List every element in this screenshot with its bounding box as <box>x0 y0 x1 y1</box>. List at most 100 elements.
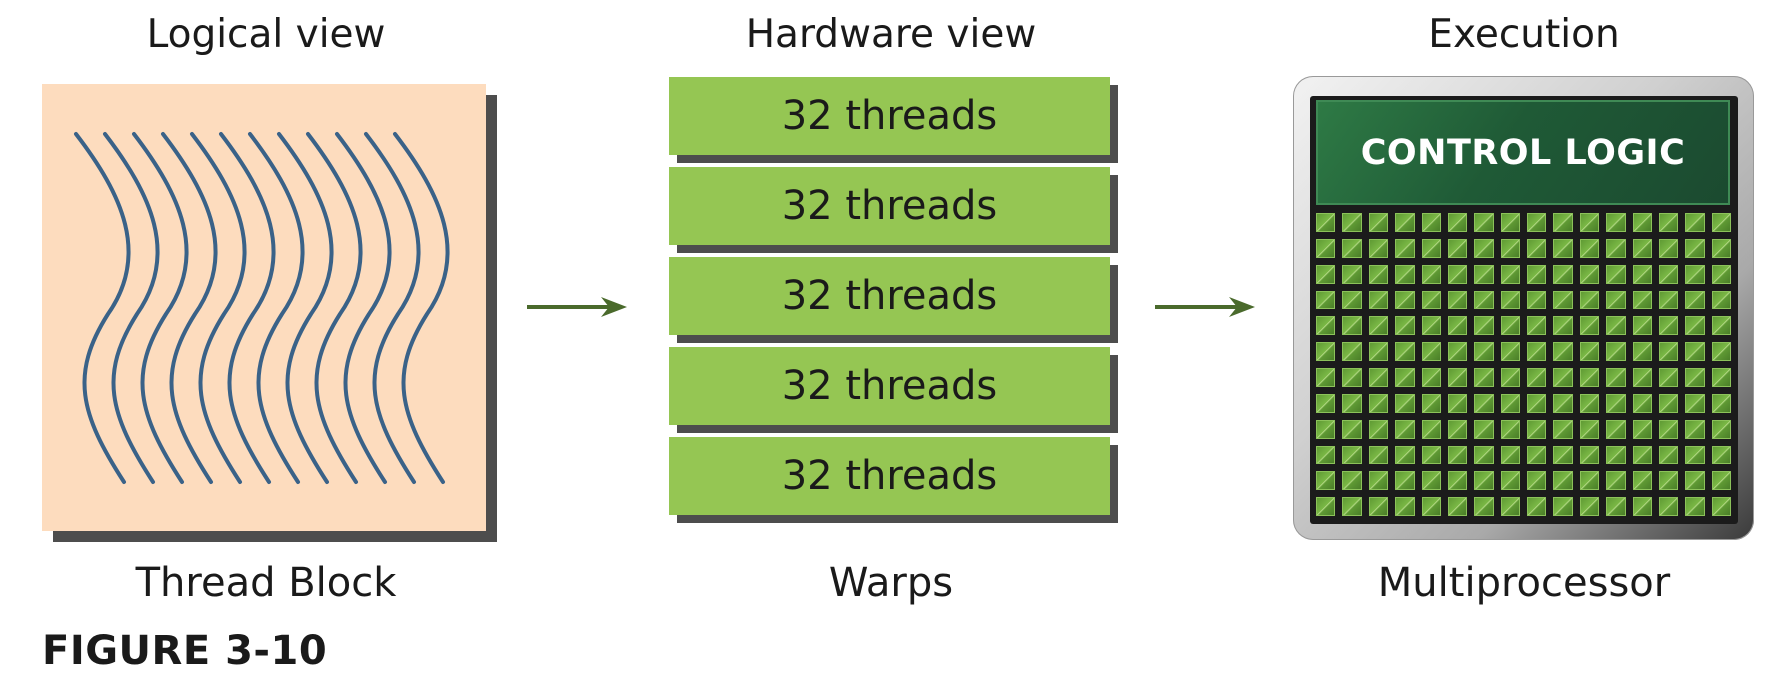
core-cell <box>1316 290 1336 310</box>
figure-label: FIGURE 3-10 <box>42 628 328 674</box>
core-cell <box>1632 471 1652 491</box>
core-cell <box>1685 419 1705 439</box>
core-cell <box>1632 445 1652 465</box>
core-cell <box>1579 290 1600 310</box>
core-cell <box>1447 497 1468 516</box>
thread-line <box>161 132 218 484</box>
core-cell <box>1527 393 1547 413</box>
core-cell <box>1421 419 1441 439</box>
core-cell <box>1685 290 1705 310</box>
core-cell <box>1316 342 1336 361</box>
core-cell <box>1527 342 1547 361</box>
core-cell <box>1395 368 1415 387</box>
core-cell <box>1527 264 1547 284</box>
thread-line <box>190 132 247 484</box>
core-cell <box>1711 316 1731 336</box>
core-cell <box>1711 368 1731 387</box>
core-cell <box>1474 213 1494 232</box>
core-cell <box>1447 264 1468 284</box>
core-cell <box>1447 213 1468 232</box>
core-cell <box>1685 368 1705 387</box>
core-cell <box>1342 342 1362 361</box>
arrow-right-icon <box>1155 297 1255 317</box>
core-cell <box>1685 264 1705 284</box>
core-cell <box>1527 368 1547 387</box>
core-cell <box>1527 213 1547 232</box>
core-cell <box>1474 316 1494 336</box>
core-cell <box>1421 238 1441 258</box>
core-cell <box>1553 290 1573 310</box>
core-cell <box>1606 213 1626 232</box>
core-cell <box>1711 471 1731 491</box>
core-cell <box>1632 290 1652 310</box>
core-cell <box>1527 419 1547 439</box>
core-cell <box>1368 238 1389 258</box>
core-cell <box>1395 445 1415 465</box>
core-cell <box>1553 213 1573 232</box>
logical-view-heading: Logical view <box>146 12 386 57</box>
core-cell <box>1579 316 1600 336</box>
core-cell <box>1395 238 1415 258</box>
thread-line <box>335 132 392 484</box>
core-cell <box>1711 264 1731 284</box>
core-cell <box>1316 471 1336 491</box>
core-cell <box>1553 264 1573 284</box>
core-cell <box>1342 419 1362 439</box>
core-cell <box>1447 471 1468 491</box>
core-cell <box>1711 342 1731 361</box>
core-cell <box>1474 419 1494 439</box>
core-cell <box>1395 213 1415 232</box>
core-cell <box>1632 213 1652 232</box>
core-cell <box>1553 497 1573 516</box>
core-cell <box>1658 264 1679 284</box>
core-cell <box>1685 497 1705 516</box>
core-cell <box>1553 238 1573 258</box>
core-cell <box>1368 368 1389 387</box>
core-cell <box>1606 238 1626 258</box>
core-cell <box>1316 419 1336 439</box>
core-cell <box>1395 264 1415 284</box>
core-cell <box>1474 393 1494 413</box>
core-cell <box>1579 497 1600 516</box>
core-cell <box>1685 213 1705 232</box>
core-cell <box>1606 264 1626 284</box>
core-cell <box>1527 290 1547 310</box>
core-cell <box>1527 497 1547 516</box>
core-cell <box>1632 393 1652 413</box>
core-cell <box>1500 316 1520 336</box>
core-cell <box>1500 445 1520 465</box>
core-cell <box>1447 368 1468 387</box>
core-cell <box>1474 264 1494 284</box>
core-cell <box>1342 368 1362 387</box>
core-cell <box>1395 290 1415 310</box>
hardware-view-heading: Hardware view <box>745 12 1037 57</box>
core-cell <box>1606 316 1626 336</box>
core-cell <box>1658 316 1679 336</box>
core-cell <box>1500 342 1520 361</box>
core-cell <box>1606 471 1626 491</box>
core-cell <box>1421 368 1441 387</box>
core-cell <box>1421 393 1441 413</box>
core-cell <box>1658 368 1679 387</box>
core-cell <box>1658 213 1679 232</box>
core-cell <box>1368 419 1389 439</box>
core-cell <box>1711 290 1731 310</box>
core-cell <box>1447 445 1468 465</box>
thread-line <box>132 132 189 484</box>
core-cell <box>1395 342 1415 361</box>
thread-line <box>277 132 334 484</box>
core-cell <box>1685 342 1705 361</box>
core-cell <box>1579 264 1600 284</box>
core-cell <box>1474 368 1494 387</box>
core-cell <box>1447 290 1468 310</box>
core-cell <box>1368 445 1389 465</box>
core-cell <box>1368 213 1389 232</box>
core-cell <box>1316 368 1336 387</box>
core-cell <box>1474 471 1494 491</box>
core-cell <box>1579 471 1600 491</box>
core-cell <box>1342 290 1362 310</box>
core-cell <box>1342 238 1362 258</box>
core-cell <box>1606 445 1626 465</box>
core-grid <box>1316 213 1731 516</box>
core-cell <box>1606 368 1626 387</box>
